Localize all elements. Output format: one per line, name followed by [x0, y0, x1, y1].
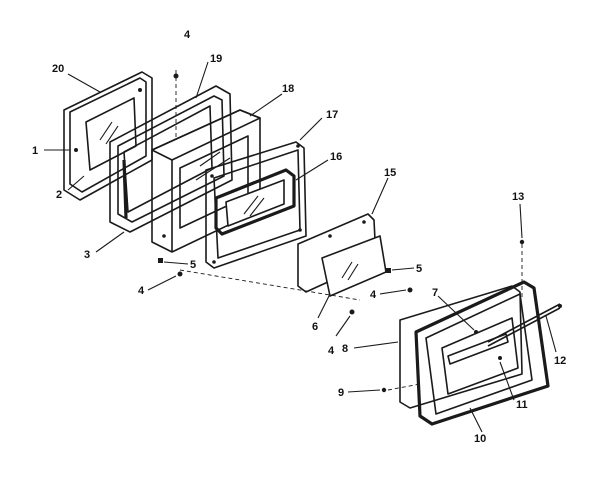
part-door-handle-bracket [447, 330, 509, 365]
callout-9: 9 [338, 387, 344, 399]
callout-7: 7 [432, 287, 438, 299]
callout-6: 6 [312, 321, 318, 333]
screw-13 [519, 239, 525, 245]
callout-4-left: 4 [138, 285, 145, 297]
callout-19: 19 [210, 53, 222, 65]
callout-2: 2 [56, 189, 62, 201]
callout-20: 20 [52, 63, 64, 75]
callout-4-right: 4 [370, 289, 377, 301]
callout-13: 13 [512, 191, 524, 203]
screw-fasteners [158, 73, 525, 393]
callout-15: 15 [384, 167, 396, 179]
screw-9 [381, 387, 387, 393]
clip-5-left [158, 258, 163, 263]
clip-5-right [386, 268, 391, 273]
callout-11: 11 [516, 399, 528, 411]
callout-10: 10 [474, 433, 486, 445]
screw-4-top [173, 73, 179, 79]
part-handle-rod [487, 303, 562, 347]
part-window-glass-assembly [214, 168, 296, 236]
callout-4-top: 4 [184, 29, 191, 41]
part-glass-pane [321, 235, 387, 297]
leader-lines [44, 61, 557, 433]
callout-3: 3 [84, 249, 90, 261]
callout-4-bottom: 4 [328, 345, 335, 357]
callout-5-left: 5 [190, 259, 196, 271]
screw-4-right [407, 287, 413, 293]
screw-4-left [177, 271, 183, 277]
alignment-lines [175, 70, 523, 391]
callout-8: 8 [342, 343, 348, 355]
callout-1: 1 [32, 145, 38, 157]
callout-5-right: 5 [416, 263, 422, 275]
callout-12: 12 [554, 355, 566, 367]
callout-16: 16 [330, 151, 342, 163]
callout-17: 17 [326, 109, 338, 121]
part-inner-door-panel [205, 141, 307, 269]
part-outer-door-frame [414, 280, 550, 426]
callout-18: 18 [282, 83, 294, 95]
callout-labels: 20 1 2 3 4 19 18 17 16 15 5 4 5 4 6 4 13… [32, 29, 566, 445]
screw-4-bottom [349, 309, 355, 315]
